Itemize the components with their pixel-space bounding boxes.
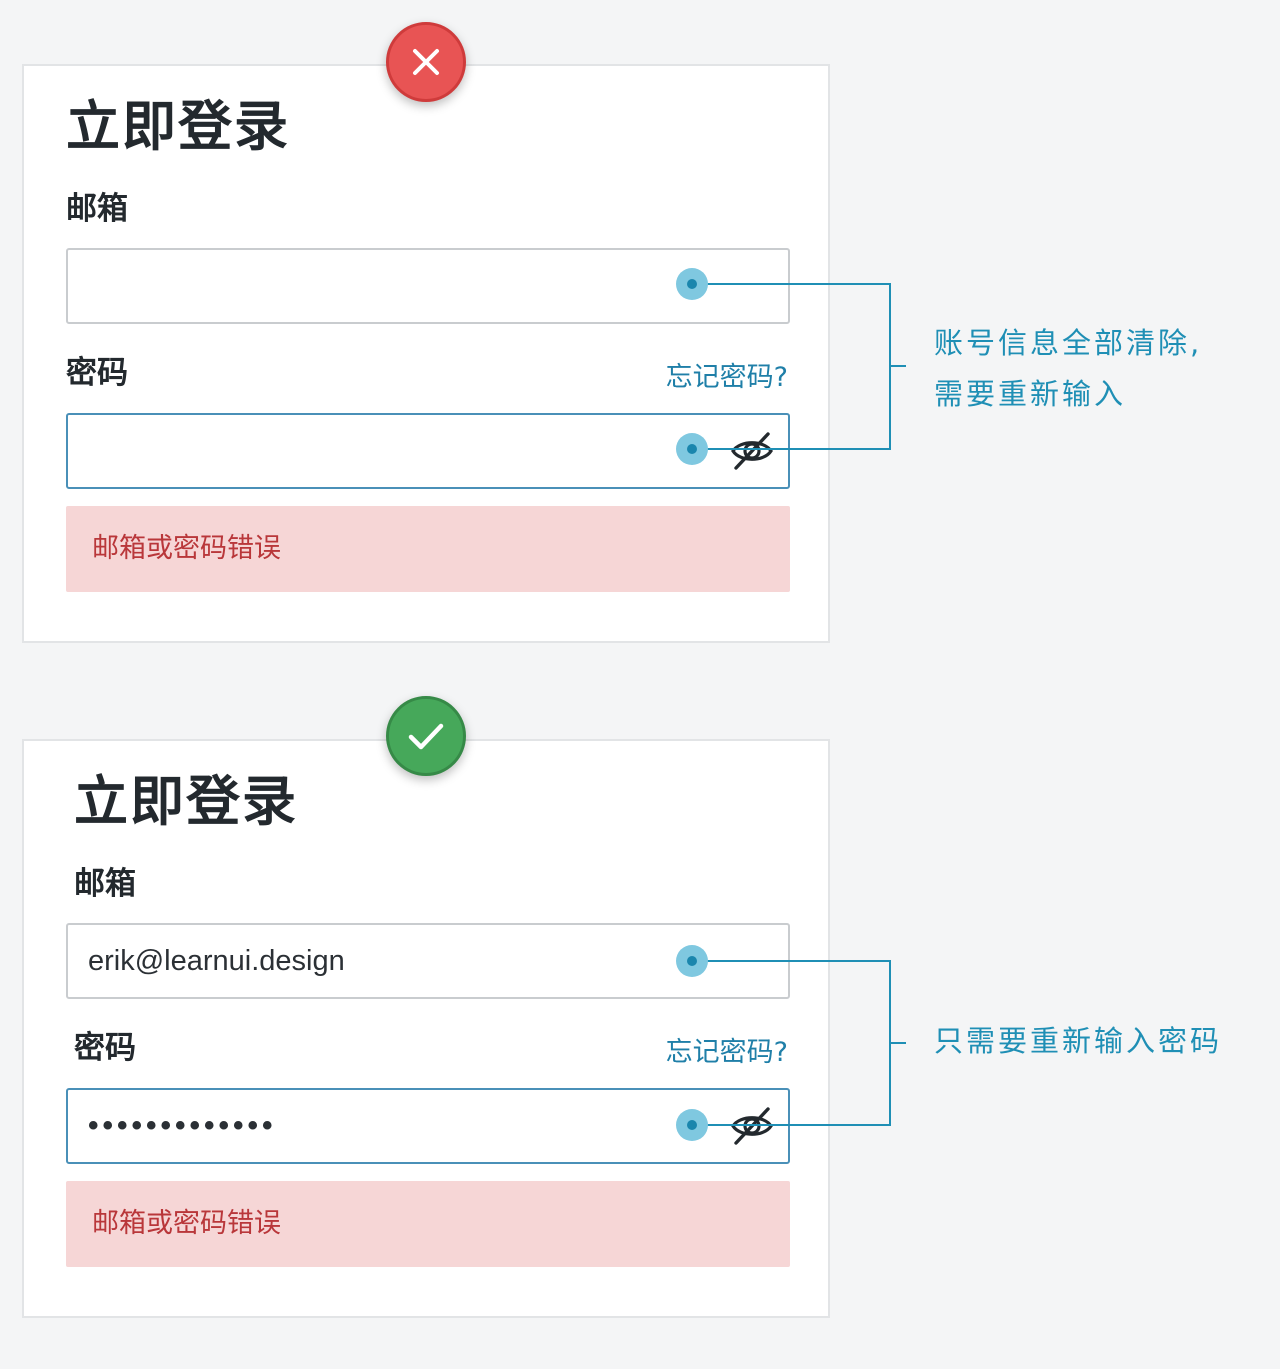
annotation-good: 只需要重新输入密码: [934, 1024, 1223, 1058]
error-message: 邮箱或密码错误: [92, 533, 281, 564]
error-message: 邮箱或密码错误: [92, 1208, 281, 1239]
check-icon: [386, 696, 466, 776]
email-field[interactable]: [66, 248, 790, 324]
forgot-password-link[interactable]: 忘记密码?: [665, 362, 788, 393]
password-value: •••••••••••••: [88, 1109, 277, 1142]
password-label: 密码: [74, 1030, 136, 1066]
login-card-bad: 立即登录 邮箱 密码 忘记密码? 邮箱或密码错误: [22, 64, 830, 643]
email-label: 邮箱: [74, 866, 136, 902]
connector-bad: [692, 283, 906, 450]
eye-off-icon[interactable]: [730, 431, 774, 471]
email-value: erik@learnui.design: [88, 945, 345, 977]
email-field[interactable]: erik@learnui.design: [66, 923, 790, 999]
page-title: 立即登录: [74, 770, 298, 833]
email-label: 邮箱: [66, 191, 128, 227]
error-banner: 邮箱或密码错误: [66, 506, 790, 592]
login-card-good: 立即登录 邮箱 erik@learnui.design 密码 忘记密码? •••…: [22, 739, 830, 1318]
connector-good: [692, 960, 906, 1126]
password-label: 密码: [66, 355, 128, 391]
password-field[interactable]: •••••••••••••: [66, 1088, 790, 1164]
password-field[interactable]: [66, 413, 790, 489]
page-title: 立即登录: [66, 95, 290, 158]
forgot-password-link[interactable]: 忘记密码?: [665, 1037, 788, 1068]
annotation-bad: 账号信息全部清除, 需要重新输入: [934, 326, 1203, 411]
close-icon: [386, 22, 466, 102]
error-banner: 邮箱或密码错误: [66, 1181, 790, 1267]
marker-dots: [676, 268, 708, 1141]
